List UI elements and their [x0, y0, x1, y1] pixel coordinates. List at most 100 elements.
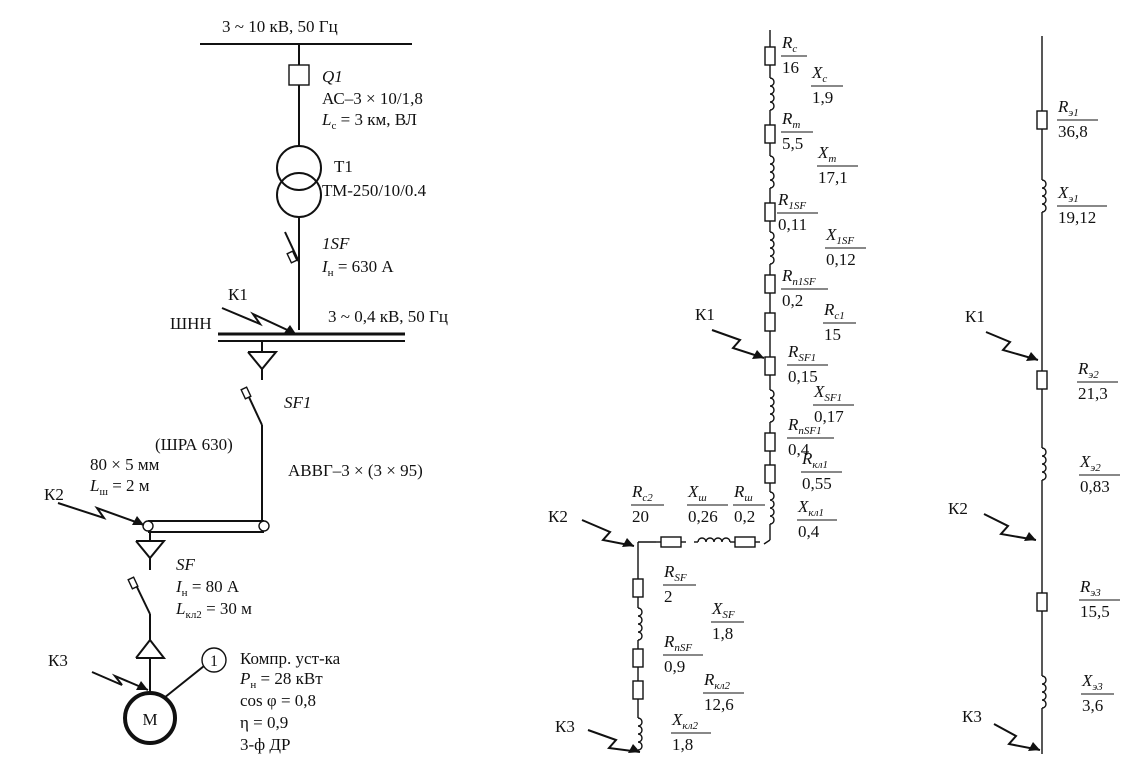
breaker-sf-mark	[127, 576, 139, 590]
inductor	[769, 491, 775, 525]
element-symbol-letter: R	[781, 109, 793, 128]
element-symbol-letter: R	[787, 342, 799, 361]
element-value: 1,9	[812, 88, 833, 107]
t1-label: Т1	[334, 157, 353, 176]
fault-k2-arrow	[57, 502, 145, 526]
fault-k1-label: К1	[695, 305, 715, 324]
element-symbol: XSF1	[813, 382, 842, 404]
busway-node-left	[142, 520, 154, 532]
element-symbol: Rэ3	[1079, 577, 1101, 599]
element-value: 0,55	[802, 474, 832, 493]
element-symbol-letter: R	[823, 300, 835, 319]
fault-k3-arrowhead	[628, 744, 640, 753]
element-symbol-letter: R	[631, 482, 643, 501]
element-value: 1,8	[712, 624, 733, 643]
busway-node-right	[258, 520, 270, 532]
fault-k1-arrowhead	[752, 350, 764, 359]
transformer-secondary-winding	[276, 172, 322, 218]
motor-power: Pн = 28 кВт	[239, 669, 323, 691]
element-value: 20	[632, 507, 649, 526]
fault-k2-arrowhead	[622, 538, 634, 547]
element-label: XSF1,8	[711, 599, 744, 643]
transformer-primary-winding	[276, 145, 322, 191]
element-symbol: Xкл2	[671, 710, 699, 732]
reduced-circuit: Rэ136,8Xэ119,12Rэ221,3Xэ20,83Rэ315,5Xэ33…	[948, 36, 1120, 754]
element-label: Xс1,9	[811, 63, 843, 107]
fault-k1-label: К1	[965, 307, 985, 326]
resistor	[1036, 592, 1048, 612]
element-value: 15	[824, 325, 841, 344]
element-subscript: э1	[1068, 107, 1078, 119]
element-symbol-letter: R	[787, 415, 799, 434]
element-value: 2	[664, 587, 673, 606]
element-value: 0,12	[826, 250, 856, 269]
motor-tag-leader	[163, 665, 205, 699]
element-symbol: X1SF	[825, 225, 854, 247]
inductor	[769, 389, 775, 423]
resistor	[632, 578, 644, 598]
element-value: 0,15	[788, 367, 818, 386]
element-subscript: с	[792, 43, 797, 55]
fault-k2-arrow	[983, 513, 1037, 541]
element-symbol-letter: R	[781, 33, 793, 52]
shra-size: 80 × 5 мм	[90, 455, 160, 474]
resistor	[764, 464, 776, 484]
element-symbol: Xэ2	[1079, 452, 1101, 474]
hv-bus-label: 3 ~ 10 кВ, 50 Гц	[222, 17, 338, 36]
motor-tag-number: 1	[210, 653, 218, 670]
breaker-1sf-rating: Iн = 630 А	[321, 257, 394, 279]
element-symbol: Xэ3	[1081, 671, 1103, 693]
element-symbol: RпSF1	[787, 415, 822, 437]
element-subscript: SF1	[824, 392, 842, 404]
element-value: 0,4	[788, 440, 810, 459]
element-label: Xкл2 1,8	[671, 710, 711, 754]
element-label: Xш0,26	[687, 482, 728, 526]
breaker-sf-label: SF	[176, 555, 196, 574]
element-label: Rт 5,5	[781, 109, 813, 153]
element-symbol: RпSF	[663, 632, 692, 654]
motor-name: Компр. уст-ка	[240, 649, 341, 668]
breaker-sf1-label: SF1	[284, 393, 311, 412]
resistor	[764, 312, 776, 332]
element-label: Rш0,2	[733, 482, 765, 526]
t1-model: ТМ-250/10/0.4	[322, 181, 427, 200]
shra-length: Lш = 2 м	[89, 476, 150, 498]
element-symbol-letter: X	[817, 143, 829, 162]
element-symbol: Rс2	[631, 482, 653, 504]
element-symbol-letter: X	[797, 497, 809, 516]
element-value: 17,1	[818, 168, 848, 187]
element-subscript: SF	[722, 609, 735, 621]
element-value: 16	[782, 58, 799, 77]
element-label: RпSF1 0,4	[787, 415, 834, 459]
element-value: 1,8	[672, 735, 693, 754]
element-subscript: э2	[1090, 462, 1101, 474]
element-symbol: Rт	[781, 109, 800, 131]
fault-k2-arrowhead	[132, 516, 144, 525]
fuse-triangle-2	[135, 540, 167, 560]
element-value: 5,5	[782, 134, 803, 153]
resistor	[734, 536, 756, 548]
element-subscript: с	[822, 73, 827, 85]
element-value: 21,3	[1078, 384, 1108, 403]
element-symbol-letter: X	[1079, 452, 1091, 471]
fault-k2-arrowhead	[1024, 532, 1036, 541]
fault-k3-label: К3	[48, 651, 68, 670]
element-value: 36,8	[1058, 122, 1088, 141]
inductor	[1041, 447, 1047, 481]
inductor	[769, 77, 775, 111]
element-subscript: 1SF	[788, 200, 806, 212]
resistor	[764, 124, 776, 144]
element-subscript: пSF1	[798, 425, 821, 437]
element-value: 0,9	[664, 657, 685, 676]
element-subscript: т	[828, 153, 836, 165]
element-symbol-letter: R	[663, 632, 675, 651]
element-subscript: кл2	[714, 680, 730, 692]
element-symbol-letter: R	[733, 482, 745, 501]
